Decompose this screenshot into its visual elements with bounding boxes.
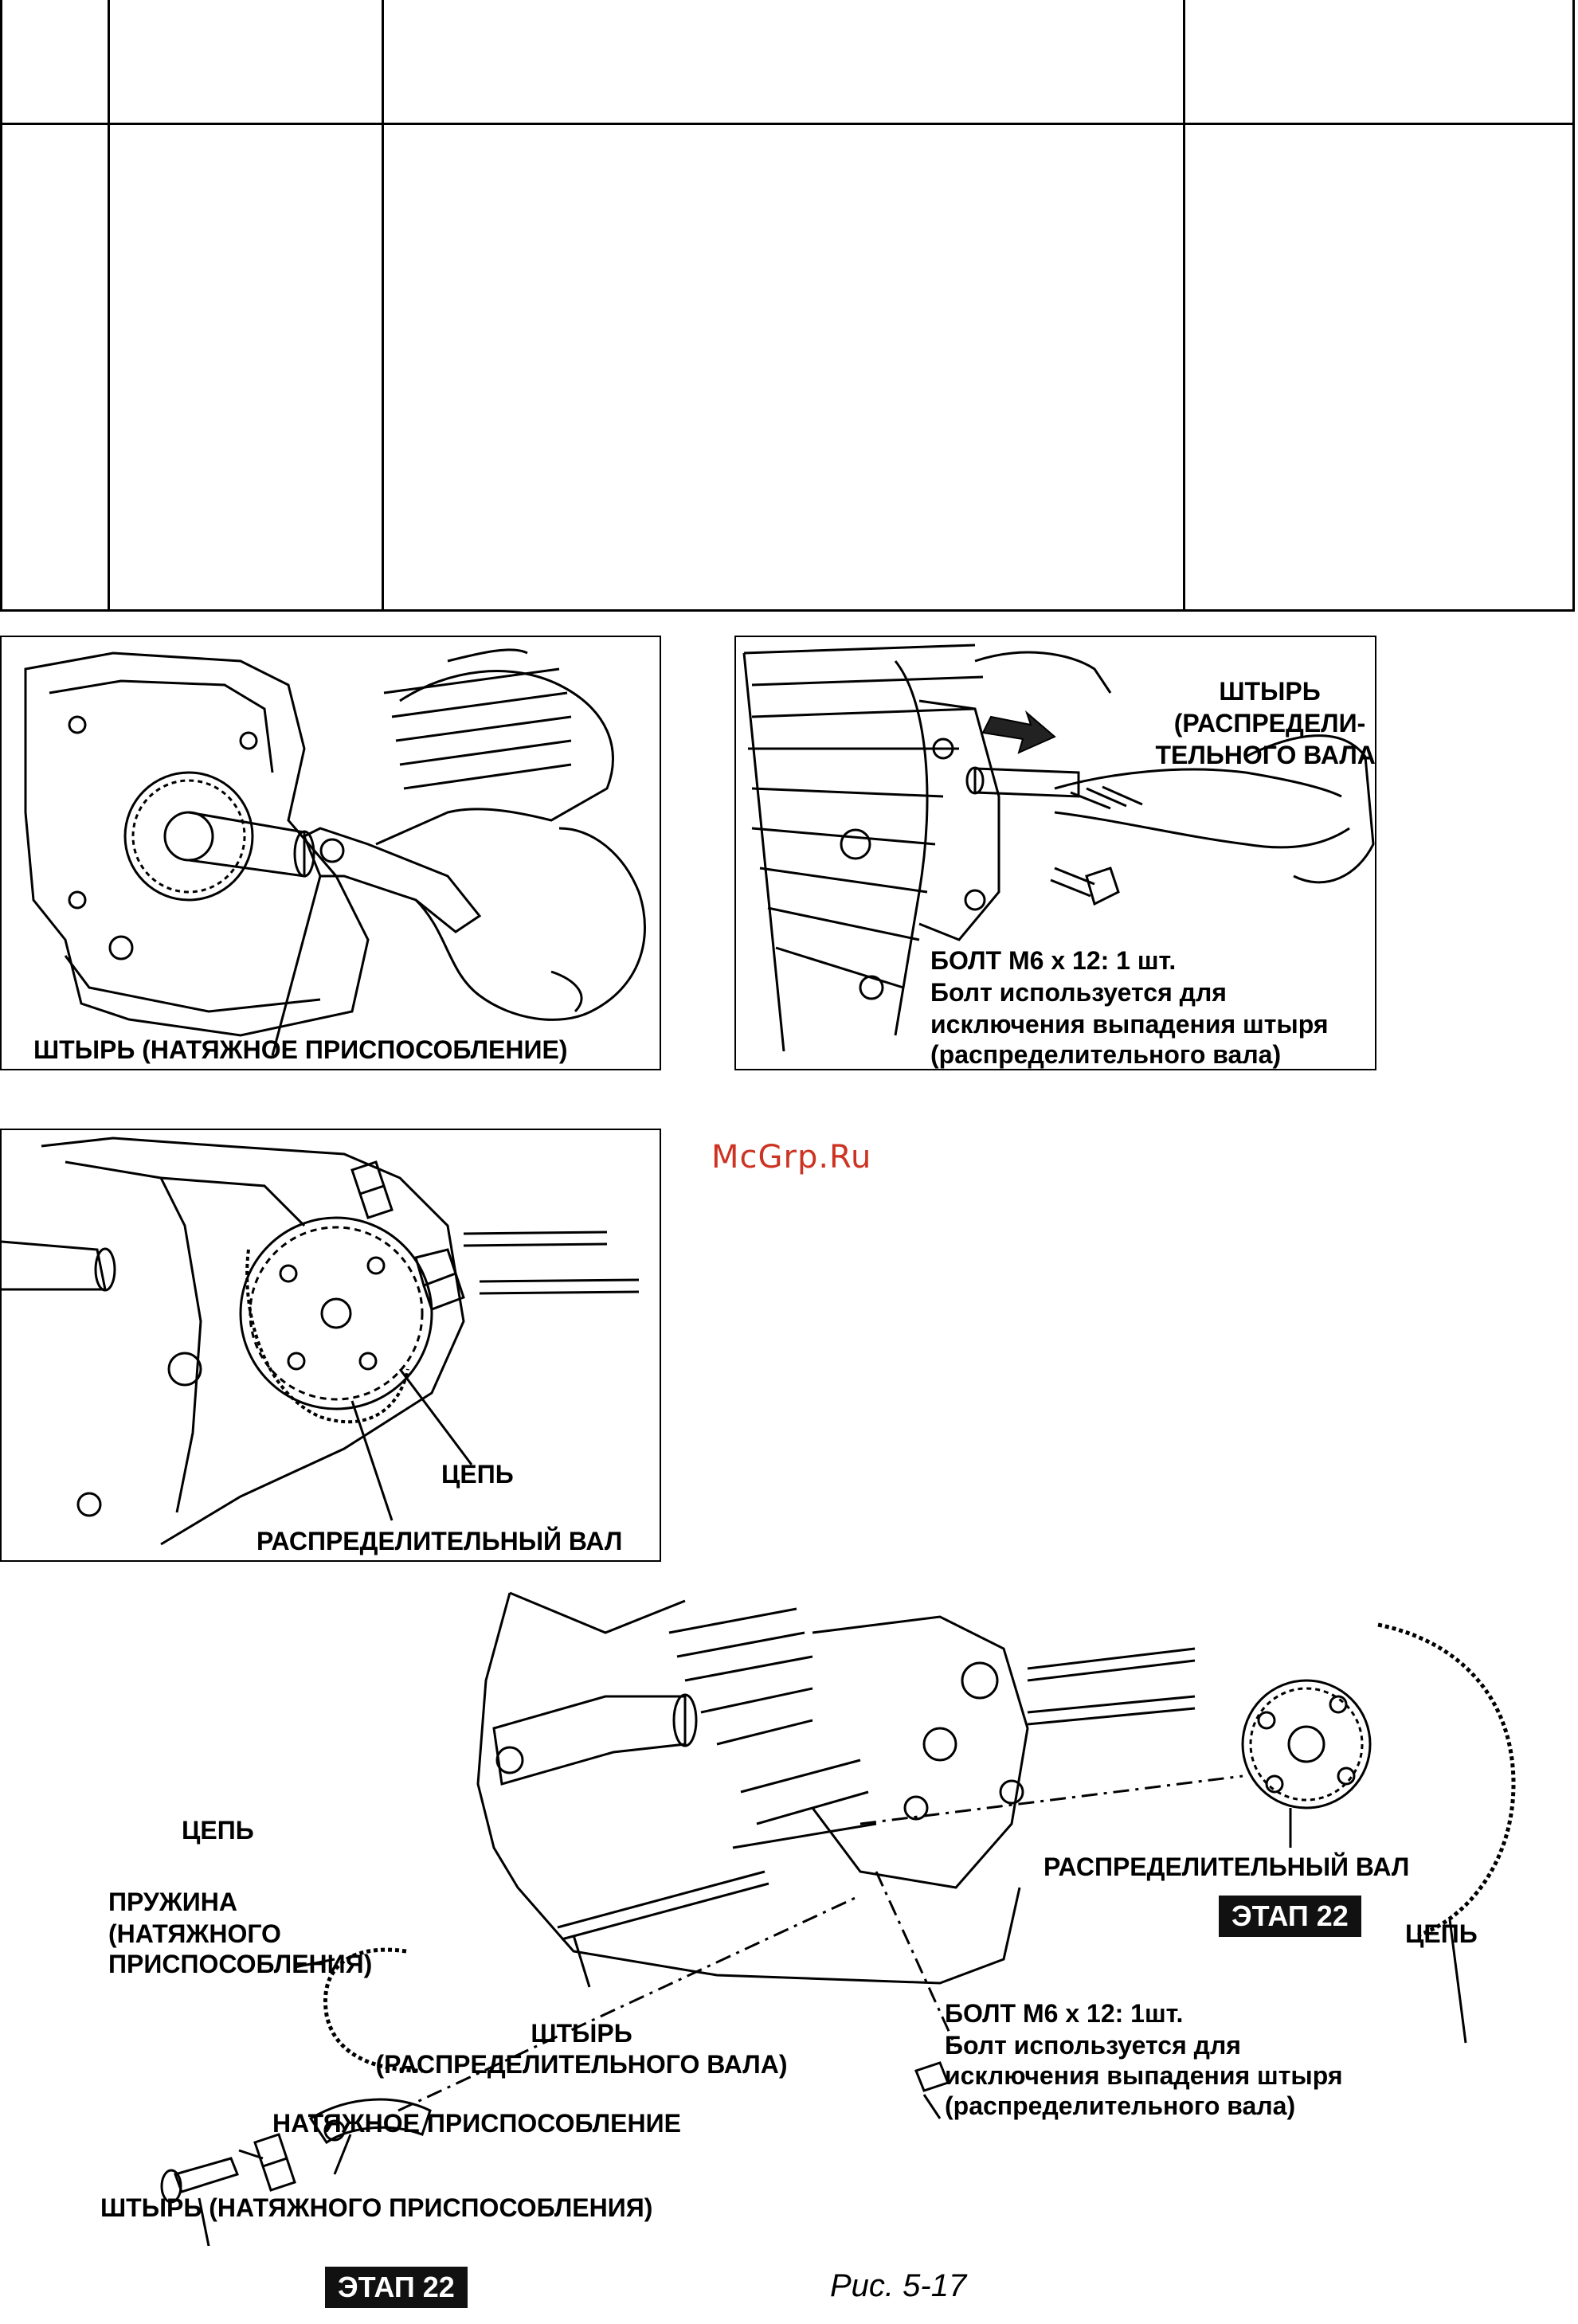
label-camshaft: РАСПРЕДЕЛИТЕЛЬНЫЙ ВАЛ: [256, 1527, 623, 1555]
label-bolt-line3: исключения выпадения штыря: [930, 1010, 1329, 1039]
stage-badge-right: ЭТАП 22: [1219, 1896, 1361, 1937]
label-tensioner-pin: ШТЫРЬ (НАТЯЖНОЕ ПРИСПОСОБЛЕНИЕ): [33, 1035, 568, 1064]
label-bolt-line1: БОЛТ М6 х 12: 1шт.: [945, 1999, 1184, 2028]
label-bolt-line1: БОЛТ М6 х 12: 1 шт.: [930, 946, 1177, 975]
engine-illustration-2: [742, 644, 1375, 1052]
label-chain-left: ЦЕПЬ: [182, 1816, 254, 1845]
label-spring-line2: (НАТЯЖНОГО: [108, 1919, 281, 1948]
stage-badge-left: ЭТАП 22: [325, 2267, 468, 2308]
figure-camshaft-chain: ЦЕПЬ РАСПРЕДЕЛИТЕЛЬНЫЙ ВАЛ: [0, 1129, 661, 1562]
label-camshaft-pin-line2: (РАСПРЕДЕЛИ-: [1173, 709, 1366, 737]
label-camshaft: РАСПРЕДЕЛИТЕЛЬНЫЙ ВАЛ: [1044, 1853, 1410, 1881]
table-column-divider: [1183, 0, 1185, 609]
label-bolt-line3: исключения выпадения штыря: [945, 2061, 1343, 2090]
label-camshaft-pin-line2: (РАСПРЕДЕЛИТЕЛЬНОГО ВАЛА): [375, 2050, 788, 2079]
label-chain: ЦЕПЬ: [441, 1460, 514, 1489]
label-camshaft-pin-line3: ТЕЛЬНОГО ВАЛА): [1155, 741, 1376, 769]
label-bolt-line2: Болт используется для: [930, 978, 1227, 1007]
engine-illustration-3: [2, 1137, 640, 1546]
figure-camshaft-pin-removal: ШТЫРЬ (РАСПРЕДЕЛИ- ТЕЛЬНОГО ВАЛА) БОЛТ М…: [734, 636, 1376, 1070]
watermark: McGrp.Ru: [711, 1139, 872, 1176]
exploded-view-illustration: [160, 1591, 1516, 2246]
figure-tensioner-pin-removal: ШТЫРЬ (НАТЯЖНОЕ ПРИСПОСОБЛЕНИЕ): [0, 636, 661, 1070]
figure-caption: Рис. 5-17: [830, 2268, 967, 2303]
label-spring-line3: ПРИСПОСОБЛЕНИЯ): [108, 1950, 373, 1978]
label-tensioner: НАТЯЖНОЕ ПРИСПОСОБЛЕНИЕ: [272, 2109, 681, 2138]
table-header-divider: [2, 123, 1572, 125]
table-column-divider: [108, 0, 110, 609]
label-tensioner-pin: ШТЫРЬ (НАТЯЖНОГО ПРИСПОСОБЛЕНИЯ): [100, 2193, 653, 2222]
label-chain-right: ЦЕПЬ: [1405, 1919, 1478, 1948]
label-spring-line1: ПРУЖИНА: [108, 1888, 237, 1916]
label-bolt-line2: Болт используется для: [945, 2031, 1241, 2060]
procedure-table: [0, 0, 1575, 612]
label-bolt-line4: (распределительного вала): [945, 2091, 1296, 2120]
label-camshaft-pin-line1: ШТЫРЬ: [1219, 677, 1321, 706]
engine-illustration-1: [24, 648, 646, 1056]
table-column-divider: [382, 0, 384, 609]
label-bolt-line4: (распределительного вала): [930, 1040, 1282, 1069]
label-camshaft-pin-line1: ШТЫРЬ: [531, 2019, 632, 2048]
